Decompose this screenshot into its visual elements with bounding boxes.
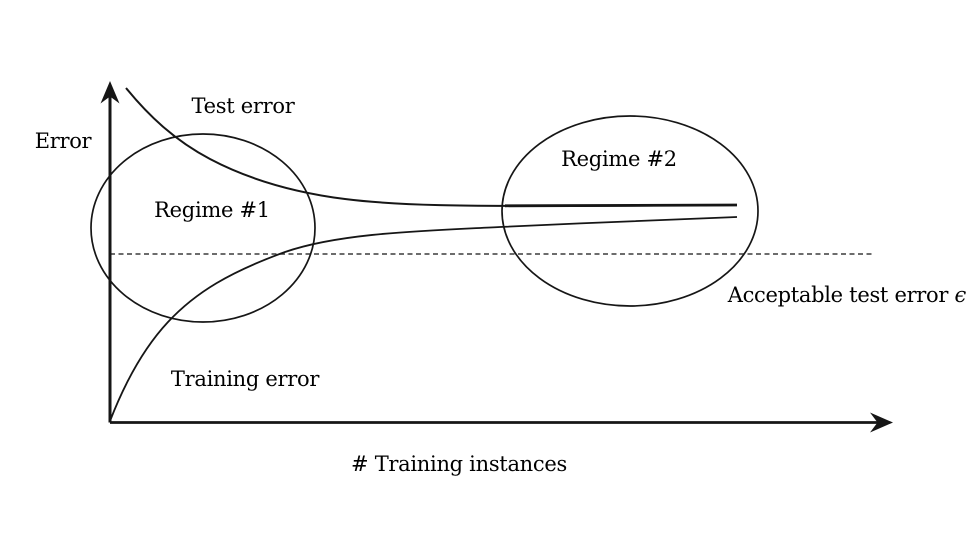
test-error-curve-tail — [504, 203, 738, 208]
regime-2-ellipse — [501, 115, 759, 307]
regime-1-ellipse — [90, 133, 316, 323]
acceptable-error-text: Acceptable test error — [727, 283, 950, 307]
acceptable-error-label: Acceptable test error ϵ — [727, 283, 967, 307]
test-error-label: Test error — [192, 94, 296, 118]
regime-2-label: Regime #2 — [561, 147, 677, 171]
regime-1-label: Regime #1 — [154, 198, 270, 222]
epsilon-symbol: ϵ — [955, 283, 967, 307]
y-axis-label: Error — [35, 129, 93, 153]
x-axis-label: # Training instances — [351, 452, 567, 476]
training-error-label: Training error — [171, 367, 320, 391]
training-error-curve — [109, 216, 738, 422]
y-axis-arrowhead-icon — [100, 81, 120, 104]
x-axis-arrowhead-icon — [870, 412, 893, 433]
